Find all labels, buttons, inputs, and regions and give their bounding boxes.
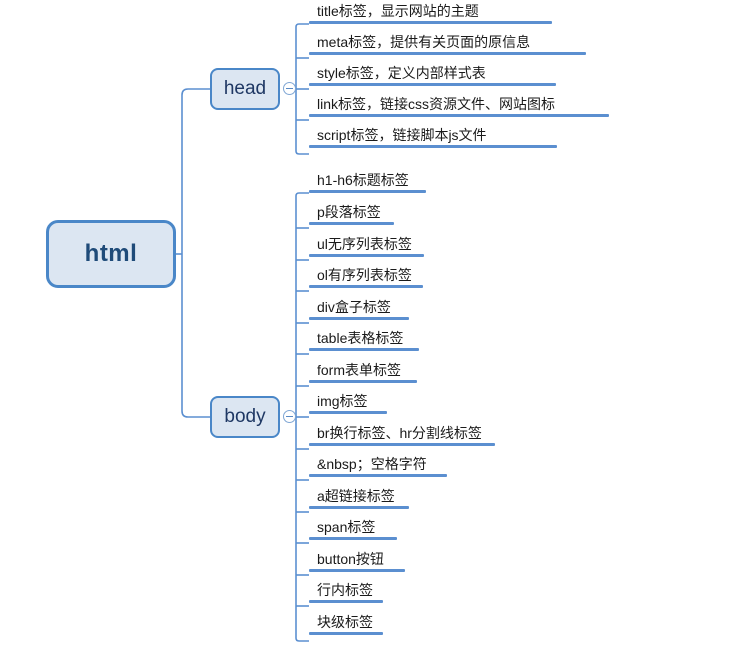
leaf-item[interactable]: meta标签，提供有关页面的原信息	[309, 29, 586, 55]
leaf-underline-bar	[309, 411, 387, 414]
leaf-item-label: p段落标签	[317, 204, 381, 220]
collapse-minus-icon[interactable]	[283, 410, 296, 423]
leaf-item[interactable]: p段落标签	[309, 199, 394, 225]
leaf-item[interactable]: img标签	[309, 388, 387, 414]
leaf-item[interactable]: &nbsp；空格字符	[309, 451, 447, 477]
leaf-item-label: table表格标签	[317, 330, 404, 346]
leaf-item[interactable]: form表单标签	[309, 357, 417, 383]
leaf-underline-bar	[309, 145, 557, 148]
leaf-item-label: h1-h6标题标签	[317, 172, 409, 188]
root-node-html[interactable]: html	[46, 220, 176, 288]
leaf-item[interactable]: 块级标签	[309, 609, 383, 635]
leaf-item-label: div盒子标签	[317, 299, 391, 315]
branch-node-label: head	[223, 78, 267, 99]
leaf-item-label: button按钮	[317, 551, 384, 567]
leaf-item-label: form表单标签	[317, 362, 401, 378]
leaf-item-label: link标签，链接css资源文件、网站图标	[317, 96, 556, 112]
leaf-underline-bar	[309, 380, 417, 383]
leaf-underline-bar	[309, 632, 383, 635]
leaf-item[interactable]: 行内标签	[309, 577, 383, 603]
leaf-underline-bar	[309, 254, 424, 257]
leaf-item[interactable]: div盒子标签	[309, 294, 409, 320]
leaf-underline-bar	[309, 52, 586, 55]
leaf-item[interactable]: style标签，定义内部样式表	[309, 60, 556, 86]
leaf-underline-bar	[309, 537, 397, 540]
leaf-underline-bar	[309, 569, 405, 572]
leaf-underline-bar	[309, 222, 394, 225]
leaf-underline-bar	[309, 190, 426, 193]
collapse-minus-icon[interactable]	[283, 82, 296, 95]
leaf-item[interactable]: table表格标签	[309, 325, 419, 351]
leaf-item[interactable]: ol有序列表标签	[309, 262, 423, 288]
leaf-underline-bar	[309, 21, 552, 24]
leaf-item-label: br换行标签、hr分割线标签	[317, 425, 482, 441]
leaf-underline-bar	[309, 600, 383, 603]
leaf-underline-bar	[309, 83, 556, 86]
leaf-item-label: 块级标签	[317, 614, 373, 630]
leaf-underline-bar	[309, 348, 419, 351]
leaf-item[interactable]: a超链接标签	[309, 483, 409, 509]
branch-node-body[interactable]: body	[210, 396, 280, 438]
leaf-underline-bar	[309, 114, 609, 117]
leaf-item[interactable]: link标签，链接css资源文件、网站图标	[309, 91, 609, 117]
leaf-item[interactable]: br换行标签、hr分割线标签	[309, 420, 495, 446]
leaf-item[interactable]: title标签，显示网站的主题	[309, 0, 552, 24]
leaf-underline-bar	[309, 317, 409, 320]
root-node-label: html	[84, 240, 138, 267]
leaf-item[interactable]: script标签，链接脚本js文件	[309, 122, 557, 148]
leaf-item[interactable]: ul无序列表标签	[309, 231, 424, 257]
leaf-item-label: ul无序列表标签	[317, 236, 412, 252]
leaf-underline-bar	[309, 474, 447, 477]
leaf-item-label: script标签，链接脚本js文件	[317, 127, 487, 143]
leaf-item-label: &nbsp；空格字符	[317, 456, 427, 472]
leaf-item-label: ol有序列表标签	[317, 267, 412, 283]
leaf-item[interactable]: button按钮	[309, 546, 405, 572]
leaf-item-label: img标签	[317, 393, 368, 409]
leaf-item-label: span标签	[317, 519, 376, 535]
leaf-item-label: title标签，显示网站的主题	[317, 3, 479, 19]
leaf-underline-bar	[309, 285, 423, 288]
leaf-item-label: meta标签，提供有关页面的原信息	[317, 34, 531, 50]
leaf-underline-bar	[309, 443, 495, 446]
leaf-item-label: 行内标签	[317, 582, 373, 598]
leaf-item-label: a超链接标签	[317, 488, 395, 504]
leaf-item[interactable]: span标签	[309, 514, 397, 540]
branch-node-head[interactable]: head	[210, 68, 280, 110]
leaf-item-label: style标签，定义内部样式表	[317, 65, 486, 81]
leaf-underline-bar	[309, 506, 409, 509]
leaf-item[interactable]: h1-h6标题标签	[309, 167, 426, 193]
branch-node-label: body	[224, 406, 266, 427]
